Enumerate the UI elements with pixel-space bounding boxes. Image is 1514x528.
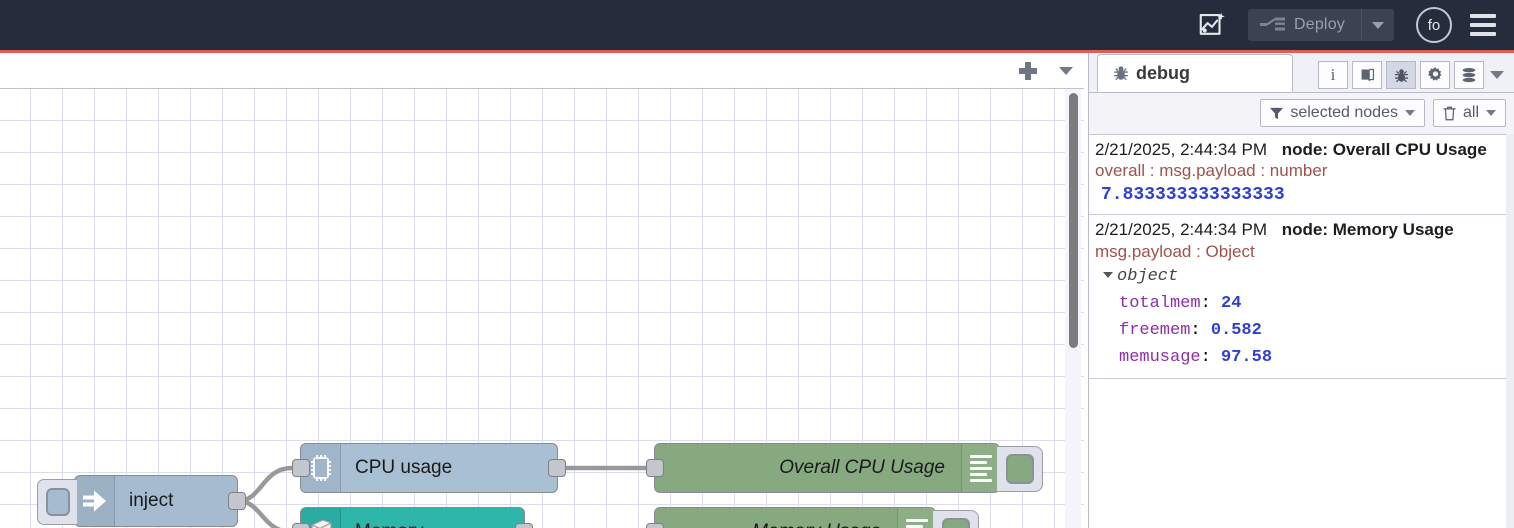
flow-node-debug-memory-usage[interactable]: Memory Usage xyxy=(646,507,979,528)
debug-property-value: 97.58 xyxy=(1221,348,1273,368)
debug-message-topic: overall : msg.payload : number xyxy=(1095,161,1328,181)
deploy-button-main[interactable]: Deploy xyxy=(1248,9,1362,41)
flow-canvas[interactable]: inject CPU usage Memory Ov xyxy=(0,89,1084,528)
node-input-port[interactable] xyxy=(292,459,310,477)
inject-trigger-button[interactable] xyxy=(37,479,77,525)
debug-bug-icon[interactable] xyxy=(1386,61,1416,89)
flow-node-inject[interactable]: inject xyxy=(37,475,246,527)
debug-node-filter-label: selected nodes xyxy=(1290,104,1398,121)
context-data-icon[interactable] xyxy=(1454,61,1484,89)
node-label: Memory xyxy=(341,521,524,528)
debug-clear-button[interactable]: all xyxy=(1432,99,1506,127)
chevron-down-icon xyxy=(1059,66,1073,75)
header-actions: Deploy fo xyxy=(1190,5,1514,45)
debug-toggle-inner xyxy=(1005,454,1034,484)
sidebar-tab-bar: debug i xyxy=(1089,53,1514,93)
debug-object-root[interactable]: object xyxy=(1095,263,1507,290)
node-label: inject xyxy=(129,490,174,511)
debug-node-toggle-button[interactable] xyxy=(933,510,979,528)
node-output-port[interactable] xyxy=(228,492,246,510)
debug-message-topic: msg.payload : Object xyxy=(1095,241,1255,261)
debug-object-label: object xyxy=(1117,266,1179,286)
chevron-down-icon xyxy=(1404,110,1415,116)
node-label: CPU usage xyxy=(355,457,453,478)
deploy-dropdown-button[interactable] xyxy=(1362,9,1394,41)
funnel-icon xyxy=(1270,107,1284,119)
arrow-right-icon xyxy=(75,476,115,526)
debug-object-property: memusage: 97.58 xyxy=(1095,344,1507,371)
node-output-port[interactable] xyxy=(548,459,566,477)
debug-property-value: 0.582 xyxy=(1210,321,1262,341)
node-input-port[interactable] xyxy=(646,459,664,477)
avatar-initials: fo xyxy=(1427,16,1441,34)
node-input-port[interactable] xyxy=(292,523,310,528)
hamburger-menu-icon[interactable] xyxy=(1470,14,1496,36)
debug-message[interactable]: 2/21/2025, 2:44:34 PM node: Memory Usage… xyxy=(1089,215,1507,379)
deploy-label: Deploy xyxy=(1293,16,1345,33)
inject-button-inner xyxy=(45,488,70,516)
config-gear-icon[interactable] xyxy=(1420,61,1450,89)
debug-node-toggle-button[interactable] xyxy=(997,446,1043,492)
info-icon[interactable]: i xyxy=(1318,61,1348,89)
debug-property-colon: : xyxy=(1200,348,1222,368)
add-flow-tab-button[interactable] xyxy=(1008,54,1048,88)
right-sidebar: debug i xyxy=(1088,53,1514,528)
canvas-vertical-scrollbar[interactable] xyxy=(1069,93,1078,348)
chevron-down-icon xyxy=(1486,110,1496,116)
expand-collapse-caret-icon[interactable] xyxy=(1103,271,1113,278)
deploy-icon xyxy=(1259,17,1285,31)
debug-lines-icon xyxy=(961,444,999,492)
sidebar-tab-debug[interactable]: debug xyxy=(1097,54,1293,92)
debug-message-list[interactable]: 2/21/2025, 2:44:34 PM node: Overall CPU … xyxy=(1089,134,1507,528)
debug-property-key: memusage xyxy=(1119,348,1201,368)
plus-icon xyxy=(1019,61,1037,80)
workspace-tab-bar xyxy=(0,53,1084,89)
debug-node-filter-button[interactable]: selected nodes xyxy=(1260,99,1425,127)
debug-object-property: freemem: 0.582 xyxy=(1095,317,1507,344)
bug-icon xyxy=(1114,66,1128,80)
debug-filter-bar: selected nodes all xyxy=(1089,93,1514,133)
debug-message[interactable]: 2/21/2025, 2:44:34 PM node: Overall CPU … xyxy=(1089,135,1507,216)
flow-tabs-menu-button[interactable] xyxy=(1048,54,1084,88)
debug-property-key: freemem xyxy=(1119,321,1191,341)
trash-icon xyxy=(1443,106,1456,120)
debug-toggle-inner xyxy=(941,518,970,528)
chevron-down-icon xyxy=(1490,71,1504,79)
sidebar-tool-buttons: i xyxy=(1314,61,1510,89)
node-label: Memory Usage xyxy=(655,521,897,528)
debug-clear-label: all xyxy=(1462,104,1479,121)
debug-message-value: 7.833333333333333 xyxy=(1101,185,1285,206)
debug-lines-icon xyxy=(897,508,935,528)
flow-node-memory[interactable]: Memory xyxy=(292,507,533,528)
debug-property-key: totalmem xyxy=(1119,293,1201,313)
ai-assistant-icon[interactable] xyxy=(1190,5,1234,45)
debug-property-colon: : xyxy=(1200,293,1222,313)
node-output-port[interactable] xyxy=(515,523,533,528)
debug-message-source-node[interactable]: node: Memory Usage xyxy=(1281,220,1454,240)
user-avatar[interactable]: fo xyxy=(1416,7,1452,43)
debug-message-timestamp: 2/21/2025, 2:44:34 PM xyxy=(1095,140,1268,159)
debug-scroll-gutter[interactable] xyxy=(1506,134,1514,528)
deploy-button[interactable]: Deploy xyxy=(1247,9,1394,41)
debug-property-value: 24 xyxy=(1221,293,1242,313)
flow-node-cpu-usage[interactable]: CPU usage xyxy=(292,443,566,493)
flow-node-debug-overall-cpu-usage[interactable]: Overall CPU Usage xyxy=(646,443,1043,493)
node-label: Overall CPU Usage xyxy=(779,457,945,478)
debug-object-property: totalmem: 24 xyxy=(1095,290,1507,317)
debug-property-colon: : xyxy=(1190,321,1211,341)
node-input-port[interactable] xyxy=(646,523,664,528)
sidebar-tools-menu-button[interactable] xyxy=(1484,61,1510,89)
chevron-down-icon xyxy=(1372,21,1384,29)
help-book-icon[interactable] xyxy=(1352,61,1382,89)
debug-message-source-node[interactable]: node: Overall CPU Usage xyxy=(1281,140,1487,159)
sidebar-tab-label: debug xyxy=(1136,62,1190,83)
debug-message-timestamp: 2/21/2025, 2:44:34 PM xyxy=(1095,220,1268,240)
app-header: Deploy fo xyxy=(0,0,1514,53)
chip-icon xyxy=(301,444,341,492)
